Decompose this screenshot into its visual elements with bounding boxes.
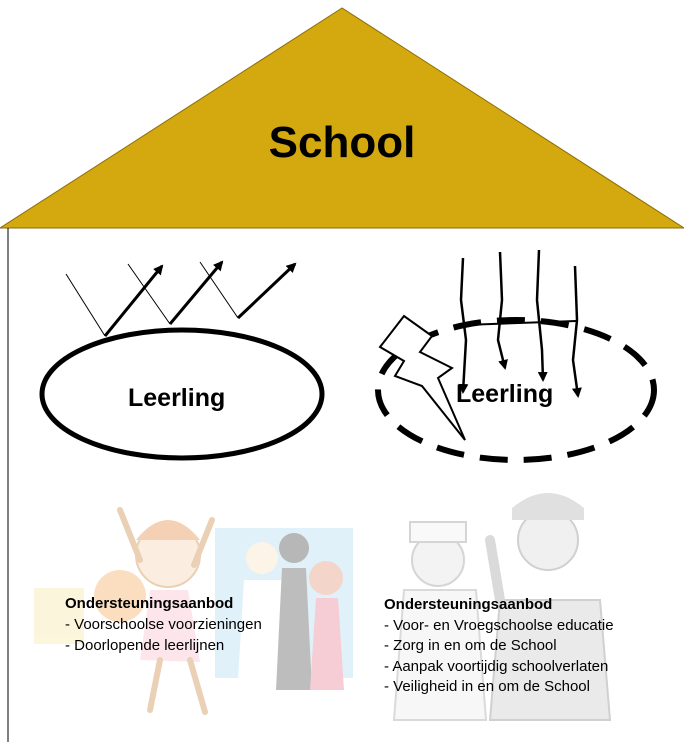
reflected-arrows: [65, 260, 297, 337]
school-title: School: [268, 118, 416, 167]
leerling-label-right: Leerling: [456, 380, 554, 408]
support-item: - Zorg in en om de School: [384, 637, 557, 654]
support-heading: Ondersteuningsaanbod: [384, 596, 553, 613]
support-block-left: Ondersteuningsaanbod - Voorschoolse voor…: [65, 593, 262, 656]
support-item: - Aanpak voortijdig schoolverlaten: [384, 657, 609, 675]
school-roof: [0, 7, 684, 229]
lightning-bolt-icon: [378, 314, 466, 441]
leerling-ellipse-solid: [39, 327, 325, 461]
leerling-label-left: Leerling: [128, 384, 226, 412]
support-item: - Voorschoolse voorzieningen: [65, 616, 262, 633]
support-block-right: Ondersteuningsaanbod - Voor- en Vroegsch…: [384, 595, 614, 698]
guards-clipart: [392, 493, 612, 721]
support-item: - Veiligheid in en om de School: [384, 678, 590, 695]
children-clipart: [34, 507, 353, 715]
leerling-ellipse-dashed: [375, 317, 657, 463]
support-item: - Doorlopende leerlijnen: [65, 637, 225, 654]
penetrating-arrows: [458, 249, 582, 398]
support-heading: Ondersteuningsaanbod: [65, 595, 234, 612]
support-item: - Voor- en Vroegschoolse educatie: [384, 616, 614, 634]
